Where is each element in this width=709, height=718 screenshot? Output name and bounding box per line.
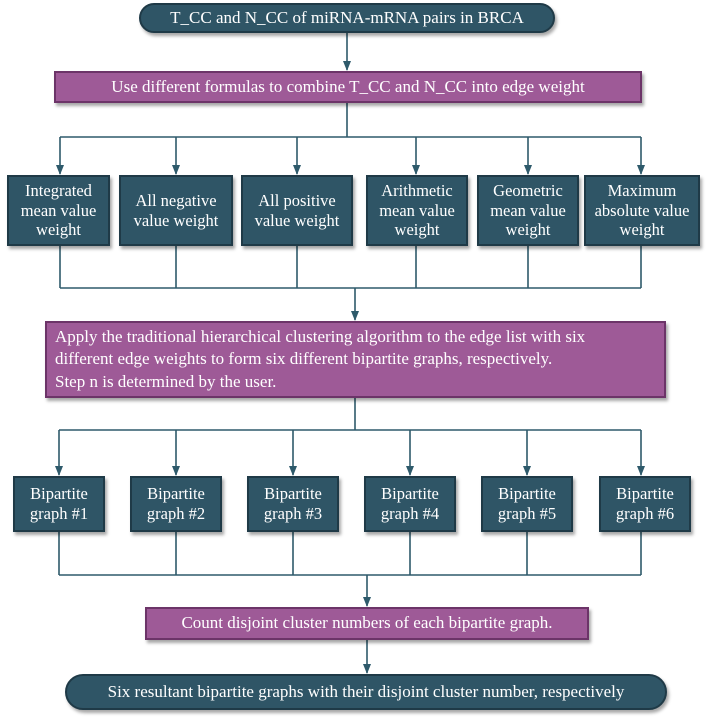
weight-maximum-absolute: Maximum absolute value weight [584,175,700,246]
bipartite-graph-6: Bipartite graph #6 [599,476,691,532]
bipartite-graph-1: Bipartite graph #1 [13,476,105,532]
clustering-step-line-1: Apply the traditional hierarchical clust… [55,327,586,347]
weight-geometric-mean: Geometric mean value weight [477,175,579,246]
weight-all-positive: All positive value weight [241,175,353,246]
bipartite-graph-4: Bipartite graph #4 [364,476,456,532]
bipartite-graph-5: Bipartite graph #5 [481,476,573,532]
clustering-step-line-3: Step n is determined by the user. [55,371,277,391]
result-node: Six resultant bipartite graphs with thei… [65,674,667,710]
clustering-step: Apply the traditional hierarchical clust… [45,321,666,398]
combine-formula-step: Use different formulas to combine T_CC a… [54,71,642,103]
bipartite-graph-3: Bipartite graph #3 [247,476,339,532]
count-clusters-step: Count disjoint cluster numbers of each b… [145,607,589,640]
title-node: T_CC and N_CC of miRNA-mRNA pairs in BRC… [139,3,555,33]
clustering-step-line-2: different edge weights to form six diffe… [55,349,553,369]
bipartite-graph-2: Bipartite graph #2 [130,476,222,532]
weight-all-negative: All negative value weight [119,175,233,246]
weight-arithmetic-mean: Arithmetic mean value weight [366,175,468,246]
weight-integrated-mean: Integrated mean value weight [7,175,110,246]
